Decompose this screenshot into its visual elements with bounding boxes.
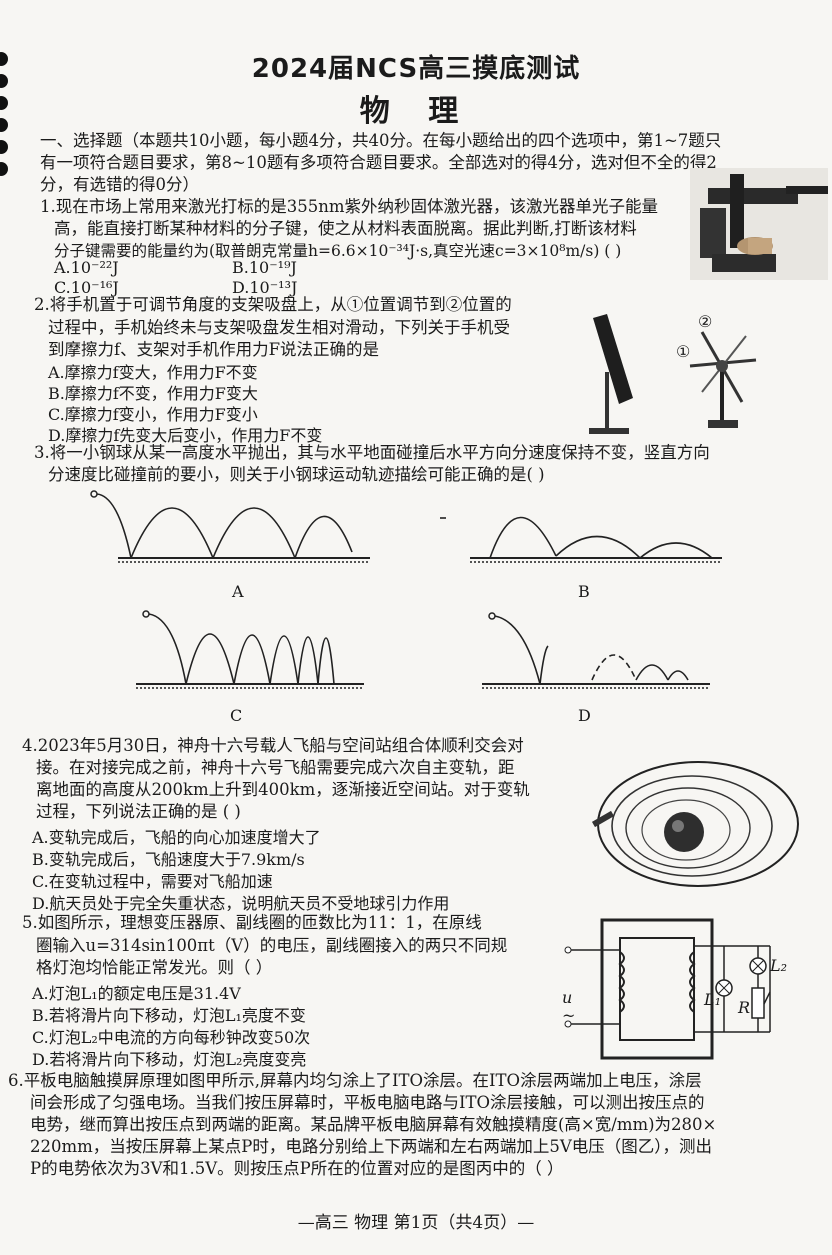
- q4-option-c[interactable]: C.在变轨过程中，需要对飞船加速: [32, 872, 273, 891]
- q1-text: 1.现在市场上常用来激光打标的是355nm紫外纳秒固体激光器，该激光器单光子能量: [40, 197, 659, 216]
- phone-stand-photo: [589, 314, 633, 434]
- q4-option-d[interactable]: D.航天员处于完全失重状态，说明航天员不受地球引力作用: [32, 894, 450, 913]
- option-d-caption: D: [578, 706, 591, 725]
- q1-text: 分子键需要的能量约为(取普朗克常量h=6.6×10⁻³⁴J·s,真空光速c=3×…: [54, 242, 622, 260]
- q2-option-a[interactable]: A.摩擦力f变大，作用力F不变: [48, 363, 258, 382]
- q4-text: 过程，下列说法正确的是 ( ): [36, 802, 241, 821]
- exam-title: 2024届NCS高三摸底测试: [251, 54, 581, 84]
- binder-hole: [0, 140, 8, 154]
- position-2-label: ②: [698, 312, 713, 331]
- q3-text: 分速度比碰撞前的要小，则关于小钢球运动轨迹描绘可能正确的是( ): [48, 465, 545, 484]
- q1-option-c[interactable]: C.10⁻¹⁶J: [54, 278, 119, 297]
- laser-machine-photo: [690, 168, 828, 280]
- q4-text: 离地面的高度从200km上升到400km，逐渐接近空间站。对于变轨: [36, 780, 530, 799]
- orbit-diagram: [591, 761, 799, 887]
- q1-option-a[interactable]: A.10⁻²²J: [54, 258, 119, 277]
- phone-stand-diagram: [689, 331, 757, 428]
- q1-text: 高，能直接打断某种材料的分子键，使之从材料表面脱离。据此判断,打断该材料: [54, 219, 637, 238]
- q6-text: 间会形成了匀强电场。当我们按压屏幕时，平板电脑电路与ITO涂层接触，可以测出按压…: [30, 1093, 705, 1112]
- position-1-label: ①: [676, 342, 691, 361]
- trajectory-option-c[interactable]: [136, 608, 364, 692]
- q5-text: 圈输入u=314sin100πt（V）的电压，副线圈接入的两只不同规: [36, 936, 508, 955]
- section-instruction: 有一项符合题目要求，第8~10题有多项符合题目要求。全部选对的得4分，选对但不全…: [40, 153, 717, 172]
- q6-text: 220mm，当按压屏幕上某点P时，电路分别给上下两端和左右两端加上5V电压（图乙…: [30, 1137, 713, 1156]
- page-footer: —高三 物理 第1页（共4页）—: [297, 1213, 535, 1233]
- section-instruction: 一、选择题（本题共10小题，每小题4分，共40分。在每小题给出的四个选项中，第1…: [40, 131, 722, 150]
- q5-option-a[interactable]: A.灯泡L₁的额定电压是31.4V: [32, 984, 241, 1003]
- resistor-label: R: [738, 998, 751, 1017]
- ac-symbol: ~: [562, 1006, 576, 1025]
- q6-text: 电势，继而算出按压点到两端的距离。某品牌平板电脑屏幕有效触摸精度(高×宽/mm)…: [30, 1115, 717, 1134]
- trajectory-option-b[interactable]: [440, 498, 730, 564]
- option-b-caption: B: [578, 582, 590, 601]
- option-a-caption: A: [232, 582, 244, 601]
- q5-option-b[interactable]: B.若将滑片向下移动，灯泡L₁亮度不变: [32, 1006, 306, 1025]
- q4-option-a[interactable]: A.变轨完成后，飞船的向心加速度增大了: [32, 828, 321, 847]
- lamp-l2-label: L₂: [770, 956, 788, 975]
- q1-option-b[interactable]: B.10⁻¹⁹J: [232, 258, 297, 277]
- subject-title: 物 理: [359, 94, 473, 129]
- option-c-caption: C: [230, 706, 243, 725]
- binder-hole: [0, 52, 8, 66]
- binder-hole: [0, 118, 8, 132]
- q2-text: 过程中，手机始终未与支架吸盘发生相对滑动，下列关于手机受: [48, 318, 510, 337]
- q5-option-d[interactable]: D.若将滑片向下移动，灯泡L₂亮度变亮: [32, 1050, 307, 1069]
- q4-text: 接。在对接完成之前，神舟十六号飞船需要完成六次自主变轨，距: [36, 758, 515, 777]
- q4-option-b[interactable]: B.变轨完成后，飞船速度大于7.9km/s: [32, 850, 305, 869]
- q2-option-b[interactable]: B.摩擦力f不变，作用力F变大: [48, 384, 258, 403]
- q3-text: 3.将一小钢球从某一高度水平抛出，其与水平地面碰撞后水平方向分速度保持不变，竖直…: [34, 443, 710, 462]
- q2-option-d[interactable]: D.摩擦力f先变大后变小，作用力F不变: [48, 426, 323, 445]
- section-instruction: 分，有选错的得0分）: [40, 175, 199, 194]
- q5-option-c[interactable]: C.灯泡L₂中电流的方向每秒钟改变50次: [32, 1028, 311, 1047]
- lamp-l1-label: L₁: [704, 990, 722, 1009]
- binder-hole: [0, 74, 8, 88]
- q2-text: 2.将手机置于可调节角度的支架吸盘上，从①位置调节到②位置的: [34, 295, 512, 314]
- binder-hole: [0, 96, 8, 110]
- trajectory-option-a[interactable]: [88, 488, 370, 564]
- q2-text: 到摩擦力f、支架对手机作用力F说法正确的是: [48, 340, 380, 359]
- binder-hole: [0, 162, 8, 176]
- q5-text: 格灯泡均恰能正常发光。则（ ）: [36, 958, 273, 977]
- q4-text: 4.2023年5月30日，神舟十六号载人飞船与空间站组合体顺利交会对: [22, 736, 524, 755]
- voltage-label: u: [562, 988, 573, 1007]
- q1-option-d[interactable]: D.10⁻¹³J: [232, 278, 298, 297]
- q6-text: 6.平板电脑触摸屏原理如图甲所示,屏幕内均匀涂上了ITO涂层。在ITO涂层两端加…: [8, 1071, 702, 1090]
- transformer-circuit: [564, 918, 771, 1060]
- q6-text: P的电势依次为3V和1.5V。则按压点P所在的位置对应的是图丙中的（ ）: [30, 1159, 564, 1178]
- q2-option-c[interactable]: C.摩擦力f变小，作用力F变小: [48, 405, 258, 424]
- trajectory-option-d[interactable]: [482, 610, 710, 692]
- q5-text: 5.如图所示，理想变压器原、副线圈的匝数比为11：1，在原线: [22, 913, 482, 932]
